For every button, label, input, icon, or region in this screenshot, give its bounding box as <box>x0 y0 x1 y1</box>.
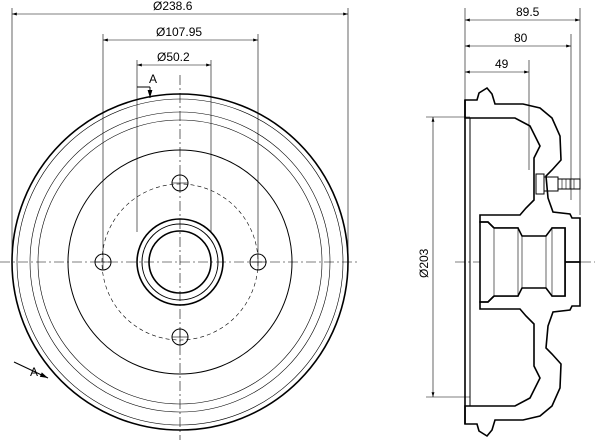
hub-offset-label: 49 <box>495 57 509 71</box>
side-section-view: 89.5 80 49 Ø203 <box>417 5 595 438</box>
drum-rim-circle-3 <box>37 119 323 405</box>
center-bore-label: Ø50.2 <box>157 50 190 64</box>
braking-diameter-label: Ø203 <box>417 248 431 278</box>
front-view: Ø238.6 Ø107.95 Ø50.2 A A <box>0 0 358 440</box>
drum-section-lower <box>464 261 581 438</box>
center-bore-section <box>479 221 566 303</box>
overall-width-label: 89.5 <box>516 5 540 19</box>
center-bore-inner <box>148 230 212 294</box>
center-bore-outer <box>136 218 224 306</box>
section-marker-top-label: A <box>149 72 157 86</box>
hub-face-circle <box>67 149 293 375</box>
drum-depth-label: 80 <box>514 31 528 45</box>
bolt-holes <box>94 174 267 346</box>
drum-rim-circle-2 <box>29 111 331 413</box>
drum-rim-circle-1 <box>16 98 344 426</box>
section-marker-bottom-arrow <box>13 361 49 379</box>
wheel-stud <box>535 173 581 195</box>
center-bore-chamfer <box>141 223 219 301</box>
outer-diameter-label: Ø238.6 <box>153 0 193 13</box>
section-marker-bottom-label: A <box>30 365 38 379</box>
bolt-circle-label: Ø107.95 <box>156 25 202 39</box>
